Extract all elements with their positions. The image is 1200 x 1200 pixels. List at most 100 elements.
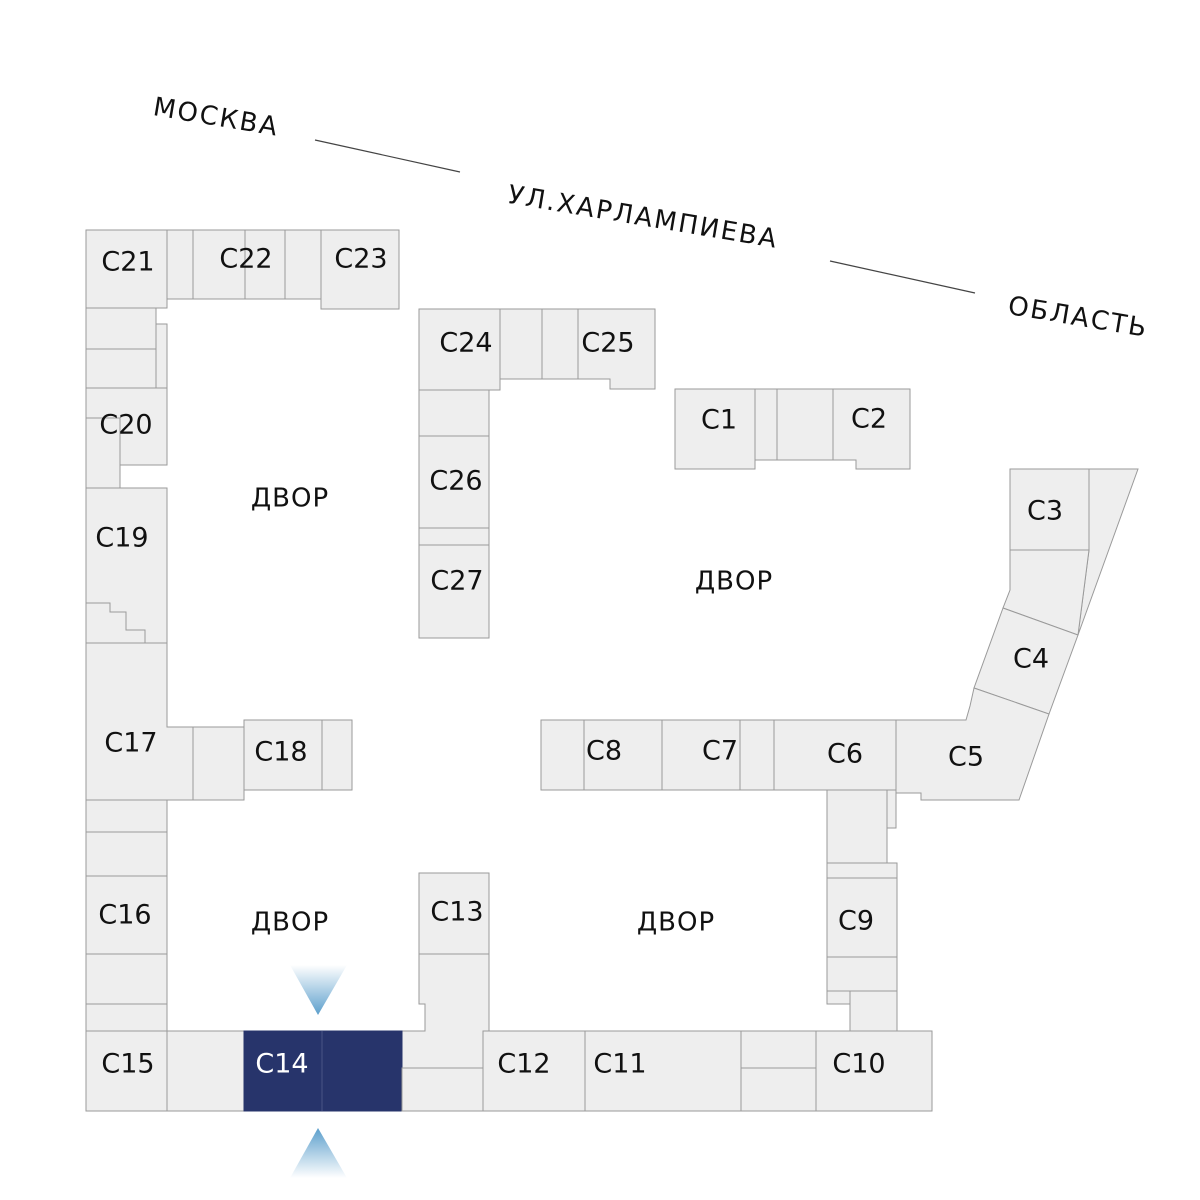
unit-labels: С21 С22 С23 С24 С25 С20 С1 С2 С26 С3 С19… [95,244,1063,1080]
street-city: МОСКВА [151,92,281,143]
unit-block [85,799,168,833]
unit-block [166,229,194,300]
unit-block [155,323,168,389]
unit-c27[interactable] [418,544,490,639]
unit-block [740,1067,817,1112]
label-c15: С15 [101,1049,154,1080]
unit-block [166,1030,245,1112]
label-c8: С8 [586,736,622,767]
unit-block [85,831,168,877]
entrance-arrow-up-icon [290,1128,347,1178]
label-c27: С27 [430,566,483,597]
unit-block [85,417,121,489]
unit-c18[interactable] [243,719,323,791]
label-c10: С10 [832,1049,885,1080]
unit-c17[interactable] [85,642,194,801]
label-c6: С6 [827,739,863,770]
yard-labels: ДВОР ДВОР ДВОР ДВОР [251,484,773,938]
unit-block [284,229,322,300]
unit-c14-selected[interactable] [243,1030,403,1112]
yard-label-sw: ДВОР [251,908,329,938]
building-c13 [401,872,490,1069]
label-c7: С7 [702,736,738,767]
unit-block [740,1030,817,1069]
street-line-1 [314,139,461,173]
label-c18: С18 [254,737,307,768]
label-c13: С13 [430,897,483,928]
unit-c22[interactable] [192,229,286,300]
unit-c11[interactable] [584,1030,742,1112]
unit-block [754,388,778,461]
label-c22: С22 [219,244,272,275]
yard-label-nw: ДВОР [251,484,329,514]
building-c1-c2 [674,388,911,470]
unit-c10[interactable] [815,1030,933,1112]
unit-c16[interactable] [85,875,168,955]
label-c23: С23 [334,244,387,275]
label-c3: С3 [1027,496,1063,527]
unit-c9[interactable] [826,877,898,958]
label-c21: С21 [101,247,154,278]
street-label: МОСКВА УЛ.ХАРЛАМПИЕВА ОБЛАСТЬ [151,92,1150,344]
label-c24: С24 [439,328,492,359]
building-west [85,229,194,1112]
unit-c1[interactable] [674,388,756,470]
label-c12: С12 [497,1049,550,1080]
yard-label-ne: ДВОР [695,567,773,597]
unit-block [499,308,543,380]
building-east-column [826,789,898,1035]
building-north-west [166,229,400,310]
unit-block [776,388,834,461]
label-c20: С20 [99,410,152,441]
label-c9: С9 [838,906,874,937]
label-c17: С17 [104,728,157,759]
entrance-arrow-down-icon [290,965,347,1015]
unit-c26[interactable] [418,435,490,529]
unit-block [826,956,898,992]
unit-block [85,348,157,389]
unit-c15[interactable] [85,1030,168,1112]
unit-block [826,789,888,864]
label-c11: С11 [593,1049,646,1080]
label-c14: С14 [255,1049,308,1080]
unit-block [849,990,898,1035]
building-c18-wing [192,719,353,801]
street-name: УЛ.ХАРЛАМПИЕВА [506,180,781,255]
label-c19: С19 [95,523,148,554]
label-c25: С25 [581,328,634,359]
unit-block [418,527,490,546]
label-c26: С26 [429,466,482,497]
building-south [166,1030,933,1112]
unit-block [541,308,579,380]
unit-block [85,953,168,1005]
building-middle-east [540,719,897,791]
unit-block [85,307,157,350]
label-c16: С16 [98,900,151,931]
label-c4: С4 [1013,644,1049,675]
unit-c2[interactable] [832,388,911,470]
unit-c25[interactable] [577,308,656,390]
street-region: ОБЛАСТЬ [1006,291,1151,344]
label-c2: С2 [851,404,887,435]
building-east [895,468,1139,801]
unit-c21[interactable] [85,229,168,309]
label-c5: С5 [948,742,984,773]
unit-block [826,990,851,1005]
unit-c23[interactable] [320,229,400,310]
unit-c13[interactable] [418,872,490,955]
unit-block [401,953,490,1069]
unit-c24[interactable] [418,308,501,391]
yard-label-se: ДВОР [637,908,715,938]
street-line-2 [829,260,976,294]
unit-block [321,719,353,791]
unit-block [85,1003,168,1032]
label-c1: С1 [701,405,737,436]
unit-block [192,726,245,801]
unit-c8[interactable] [540,719,663,791]
unit-block [826,862,898,879]
unit-c5[interactable] [895,687,1050,801]
unit-block [418,389,490,437]
unit-block [401,1067,484,1112]
unit-c3[interactable] [1009,468,1090,551]
